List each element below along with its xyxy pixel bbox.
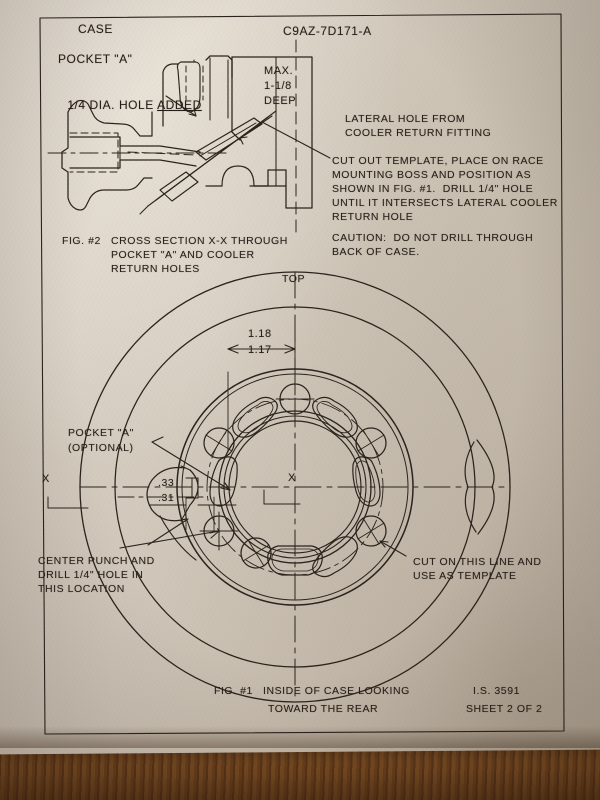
part-number: C9AZ-7D171-A <box>283 24 372 38</box>
case-label: CASE <box>78 22 113 36</box>
fig1-case-circle <box>47 271 511 703</box>
top-orientation-label: TOP <box>282 273 306 285</box>
center-punch-note-line1: CENTER PUNCH AND <box>38 555 155 567</box>
fig2-caption-line3: RETURN HOLES <box>111 263 200 275</box>
fig2-caption-number: FIG. #2 <box>62 235 101 247</box>
pocket-a-label-fig1-line2: (OPTIONAL) <box>68 442 134 454</box>
caution-line2: BACK OF CASE. <box>332 246 420 258</box>
cut-line-note-line1: CUT ON THIS LINE AND <box>413 556 542 568</box>
dimension-033 <box>149 496 237 531</box>
center-punch-note-line2: DRILL 1/4" HOLE IN <box>38 569 144 581</box>
pocket-a-label-fig2: POCKET "A" <box>58 52 133 66</box>
added-underlined-label: ADDED <box>157 97 202 112</box>
fig2-cross-section <box>47 39 331 233</box>
border-frame <box>39 13 565 735</box>
dimension-118-label: 1.18 <box>248 328 272 340</box>
max-depth-line3: DEEP <box>264 95 297 107</box>
instruction-line5: RETURN HOLE <box>332 211 414 223</box>
lateral-hole-note-line1: LATERAL HOLE FROM <box>345 113 466 125</box>
pocket-a-label-fig1-line1: POCKET "A" <box>68 427 134 439</box>
max-depth-line1: MAX. <box>264 65 294 77</box>
fig2-caption-line1: CROSS SECTION X-X THROUGH <box>111 235 288 247</box>
dimension-117-label: 1.17 <box>248 344 272 356</box>
instruction-line2: MOUNTING BOSS AND POSITION AS <box>332 169 532 181</box>
offset-031-label: .31 <box>158 492 175 504</box>
offset-033-label: .33 <box>158 477 175 489</box>
caution-line1: CAUTION: DO NOT DRILL THROUGH <box>332 232 534 244</box>
lateral-hole-note-line2: COOLER RETURN FITTING <box>345 127 492 139</box>
section-mark-center: X <box>288 472 296 484</box>
fig1-caption-line1: INSIDE OF CASE LOOKING <box>263 685 410 697</box>
instruction-line1: CUT OUT TEMPLATE, PLACE ON RACE <box>332 155 544 167</box>
fig1-caption-line2: TOWARD THE REAR <box>268 703 379 715</box>
cut-line-note-line2: USE AS TEMPLATE <box>413 570 517 582</box>
section-mark-left: X <box>42 473 50 485</box>
dimension-118 <box>227 339 296 453</box>
section-marks <box>47 489 301 509</box>
max-depth-line2: 1-1/8 <box>264 80 292 92</box>
instruction-line3: SHOWN IN FIG. #1. DRILL 1/4" HOLE <box>332 183 534 195</box>
center-punch-note-line3: THIS LOCATION <box>38 583 125 595</box>
fig2-caption-line2: POCKET "A" AND COOLER <box>111 249 255 261</box>
drawing-number: I.S. 3591 <box>473 685 520 697</box>
quarter-dia-hole-label: 1/4 DIA. HOLE <box>67 97 158 112</box>
fig1-caption-number: FIG. #1 <box>214 685 253 697</box>
instruction-line4: UNTIL IT INTERSECTS LATERAL COOLER <box>332 197 558 209</box>
sheet-number: SHEET 2 OF 2 <box>466 703 543 715</box>
